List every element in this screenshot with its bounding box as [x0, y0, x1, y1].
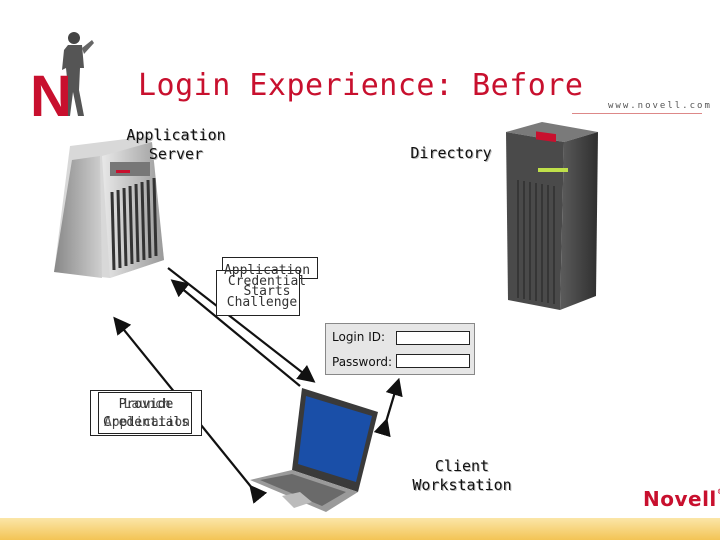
password-field[interactable] [396, 354, 470, 368]
client-line2: Workstation [412, 476, 512, 494]
credential-line-d: Challenge [226, 295, 298, 310]
url-text: www.novell.com [608, 101, 712, 111]
credential-line-c: Starts [243, 284, 291, 299]
app-server-line2: Server [148, 145, 204, 163]
credential-line-a: Application [223, 263, 311, 278]
login-id-label: Login ID: [332, 330, 386, 344]
app-server-label: Application Server [126, 126, 226, 164]
bottom-bar [0, 518, 720, 540]
client-line1: Client [434, 457, 490, 475]
page-title: Login Experience: Before [138, 68, 584, 103]
provide-line-b: Launch [123, 397, 171, 412]
provide-line-d: Application [103, 415, 191, 430]
login-id-field[interactable] [396, 331, 470, 345]
arrow-client-to-directory [373, 377, 403, 438]
provide-box-inner [98, 392, 192, 434]
directory-server-icon [506, 122, 598, 310]
credential-box-inner [216, 270, 300, 316]
logo-letter: N [30, 64, 72, 124]
title-rule [572, 113, 702, 114]
password-label: Password: [332, 355, 393, 369]
client-label: Client Workstation [402, 457, 522, 495]
application-server-icon [54, 136, 164, 278]
app-server-line1: Application [126, 126, 226, 144]
provide-line-c: Credentials [102, 415, 190, 430]
provide-line-a: Provide [118, 397, 174, 412]
brand-text: Novell [643, 487, 717, 511]
novell-logo: N [30, 32, 94, 124]
directory-label: Directory [410, 144, 492, 162]
novell-brand: Novell® [643, 487, 720, 511]
brand-mark: ® [717, 487, 720, 496]
person-figure-icon [62, 32, 94, 116]
laptop-icon [250, 388, 378, 512]
credential-line-b: Credential [227, 274, 307, 289]
